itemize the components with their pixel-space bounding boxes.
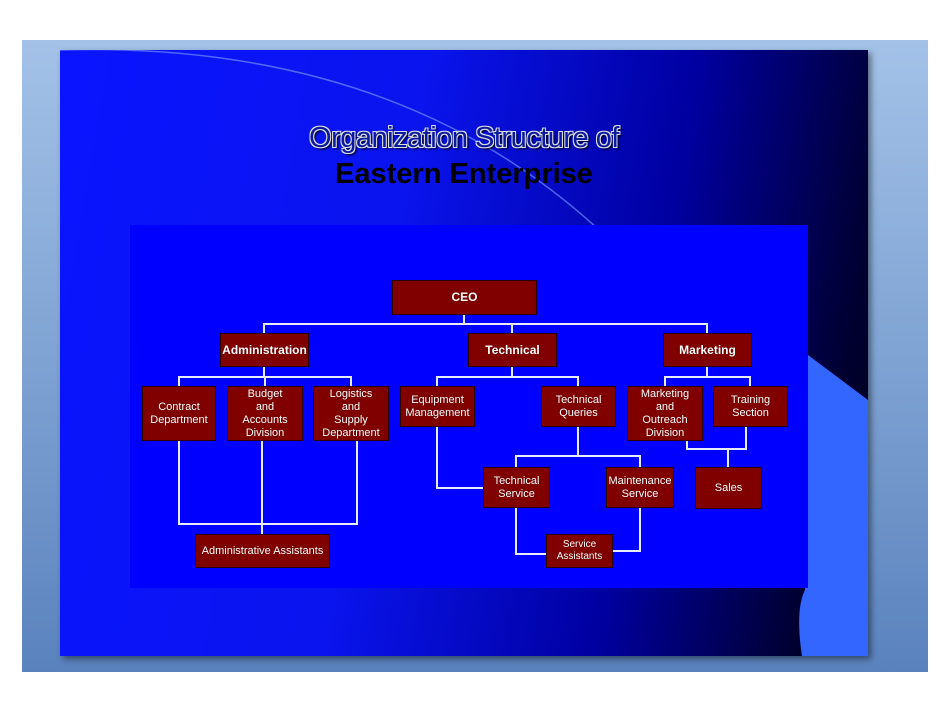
- org-node-technical: Technical: [468, 333, 557, 367]
- org-node-contract-department: Contract Department: [142, 386, 216, 441]
- slide-background-shapes: [60, 50, 868, 656]
- org-node-equipment-management: Equipment Management: [400, 386, 475, 427]
- title-line-2: Eastern Enterprise: [335, 158, 593, 190]
- org-node-marketing-outreach: Marketing and Outreach Division: [627, 386, 703, 441]
- org-node-budget-accounts: Budget and Accounts Division: [227, 386, 303, 441]
- org-node-training-section: Training Section: [713, 386, 788, 427]
- org-node-logistics-supply: Logistics and Supply Department: [313, 386, 389, 441]
- org-node-ceo: CEO: [392, 280, 537, 315]
- org-node-marketing: Marketing: [663, 333, 752, 367]
- org-node-maintenance-service: Maintenance Service: [606, 467, 674, 508]
- org-node-sales: Sales: [695, 467, 762, 509]
- org-node-service-assistants: Service Assistants: [546, 534, 613, 568]
- slide-title: Organization Structure of Eastern Enterp…: [60, 120, 868, 192]
- org-node-administration: Administration: [220, 333, 309, 367]
- org-node-technical-queries: Technical Queries: [541, 386, 616, 427]
- org-node-administrative-assistants: Administrative Assistants: [195, 534, 330, 568]
- title-line-1: Organization Structure of: [309, 122, 619, 154]
- org-node-technical-service: Technical Service: [483, 467, 550, 508]
